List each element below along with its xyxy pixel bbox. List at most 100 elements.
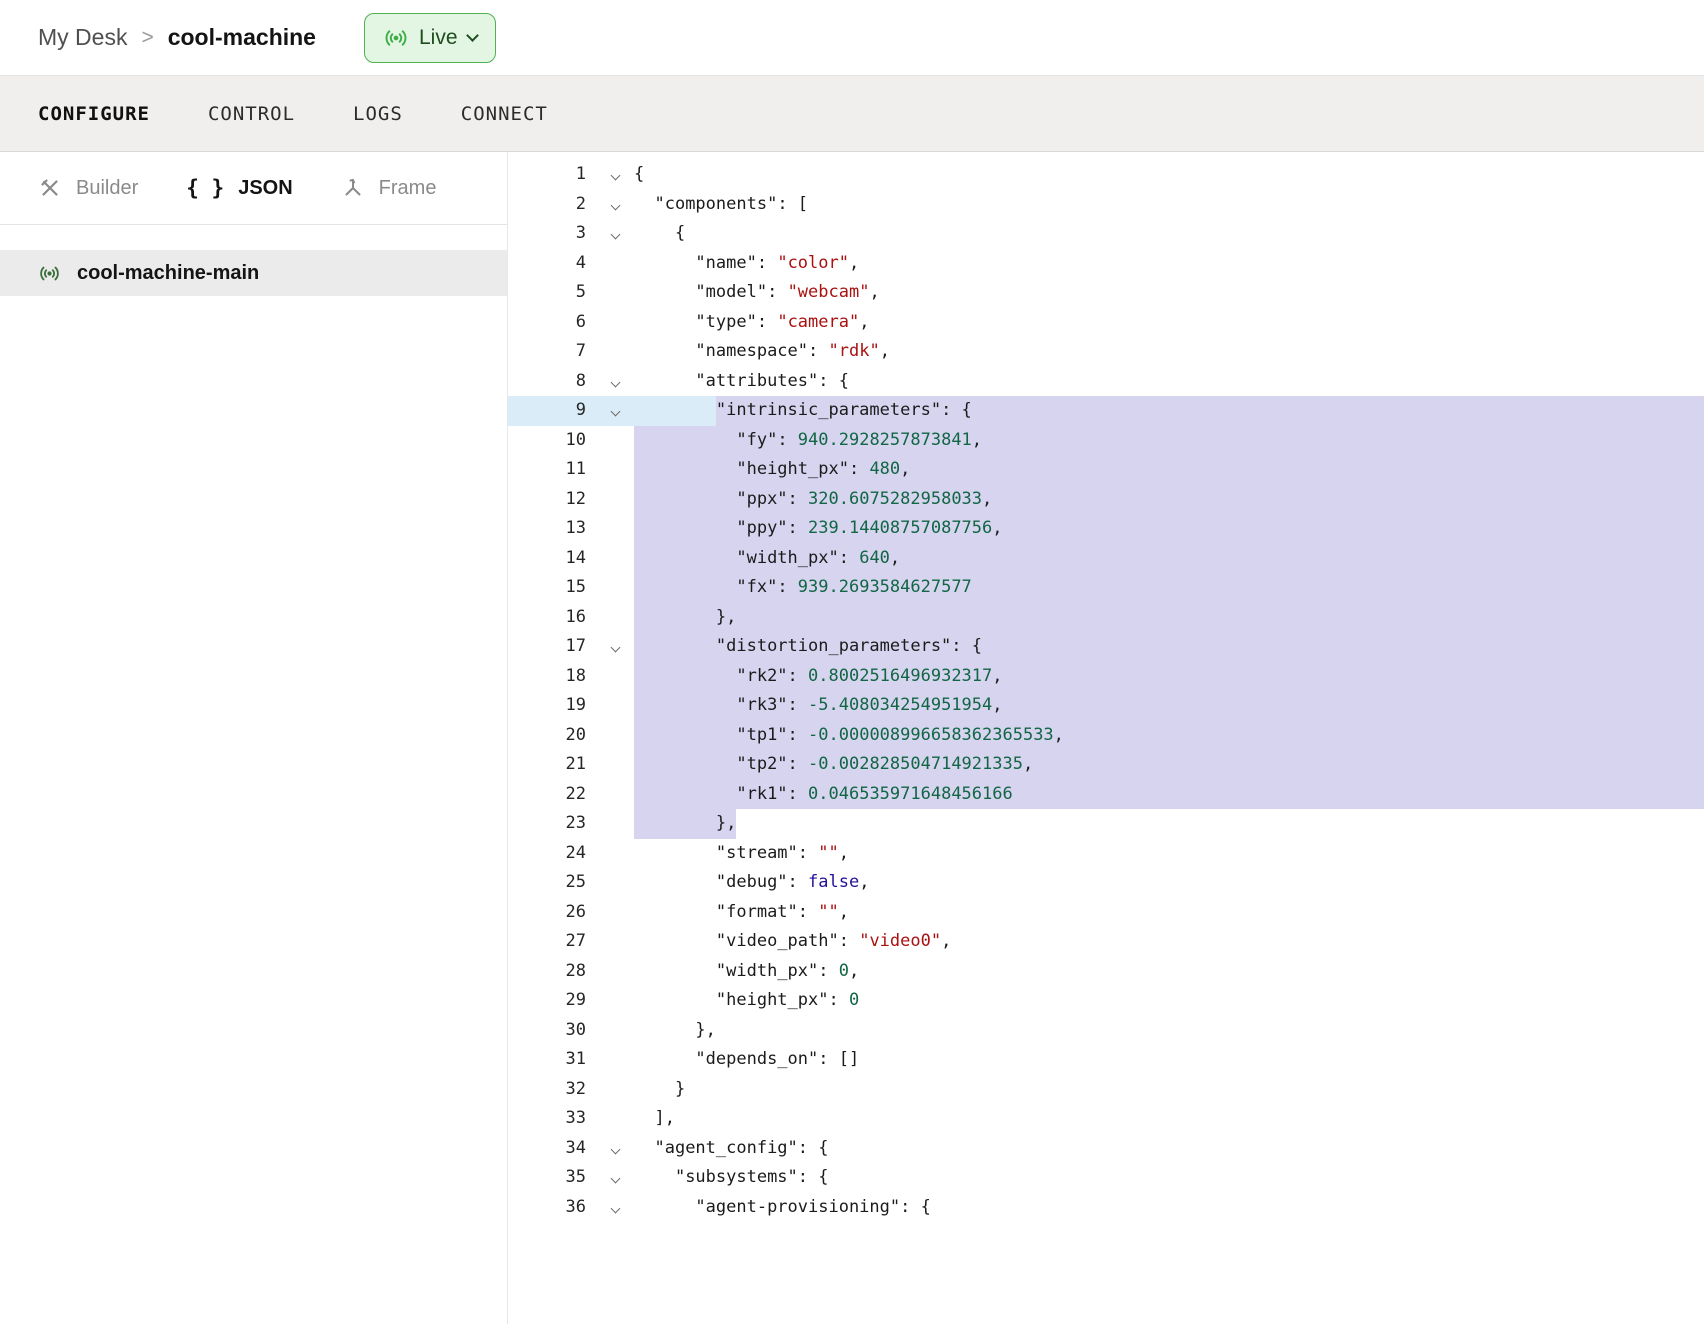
code-line: 13 "ppy": 239.14408757087756, bbox=[508, 514, 1704, 544]
code-line-content[interactable]: "debug": false, bbox=[634, 868, 1704, 898]
code-line-content[interactable]: "width_px": 0, bbox=[634, 957, 1704, 987]
code-line-content[interactable]: "stream": "", bbox=[634, 839, 1704, 869]
line-number: 25 bbox=[565, 872, 586, 892]
code-line-content[interactable]: "model": "webcam", bbox=[634, 278, 1704, 308]
code-line-content[interactable]: "rk2": 0.8002516496932317, bbox=[634, 661, 1704, 691]
code-line-content[interactable]: "components": [ bbox=[634, 190, 1704, 220]
code-line-content[interactable]: "ppx": 320.6075282958033, bbox=[634, 484, 1704, 514]
chevron-down-icon bbox=[465, 29, 479, 42]
fold-chevron-icon[interactable] bbox=[596, 1134, 634, 1164]
code-line-content[interactable]: }, bbox=[634, 602, 1704, 632]
fold-chevron-icon[interactable] bbox=[596, 632, 634, 662]
code-token: }, bbox=[695, 1019, 716, 1040]
code-line-content[interactable]: "tp2": -0.002828504714921335, bbox=[634, 750, 1704, 780]
line-number: 5 bbox=[575, 282, 586, 302]
breadcrumb-parent-link[interactable]: My Desk bbox=[38, 24, 128, 50]
code-token: , bbox=[848, 252, 860, 273]
fold-chevron-icon[interactable] bbox=[596, 396, 634, 426]
code-line-fill bbox=[849, 839, 1704, 869]
code-token: , bbox=[992, 661, 1003, 691]
line-number: 4 bbox=[575, 252, 586, 273]
code-line: 16 }, bbox=[508, 602, 1704, 632]
code-line-fill bbox=[675, 1104, 1704, 1134]
code-line: 7 "namespace": "rdk", bbox=[508, 337, 1704, 367]
code-token: , bbox=[859, 311, 870, 332]
code-token: 0 bbox=[838, 960, 849, 981]
tab-configure[interactable]: CONFIGURE bbox=[38, 102, 150, 125]
code-line-content[interactable]: "rk1": 0.046535971648456166 bbox=[634, 779, 1704, 809]
code-token bbox=[634, 720, 737, 750]
code-line-content[interactable]: "depends_on": [] bbox=[634, 1045, 1704, 1075]
fold-chevron-icon[interactable] bbox=[596, 367, 634, 397]
code-token bbox=[634, 1134, 654, 1164]
code-line-fill bbox=[880, 278, 1704, 308]
code-line-fill bbox=[849, 367, 1704, 397]
code-line-content[interactable]: "subsystems": { bbox=[634, 1163, 1704, 1193]
code-line-fill bbox=[982, 632, 1704, 662]
code-line-content[interactable]: "fy": 940.2928257873841, bbox=[634, 425, 1704, 455]
code-line-content[interactable]: } bbox=[634, 1075, 1704, 1105]
code-line-content[interactable]: }, bbox=[634, 1016, 1704, 1046]
code-line-content[interactable]: "agent_config": { bbox=[634, 1134, 1704, 1164]
fold-chevron-icon[interactable] bbox=[596, 160, 634, 190]
code-line: 26 "format": "", bbox=[508, 898, 1704, 928]
code-token: : bbox=[787, 661, 809, 691]
code-line-content[interactable]: "tp1": -0.000008996658362365533, bbox=[634, 720, 1704, 750]
code-token bbox=[634, 543, 737, 573]
code-token bbox=[634, 425, 737, 455]
code-line-content[interactable]: }, bbox=[634, 809, 1704, 839]
code-line-fill bbox=[736, 602, 1704, 632]
code-line-content[interactable]: "name": "color", bbox=[634, 249, 1704, 279]
code-token bbox=[634, 779, 737, 809]
mode-frame[interactable]: Frame bbox=[341, 176, 436, 200]
code-line-content[interactable]: ], bbox=[634, 1104, 1704, 1134]
code-line-content[interactable]: "format": "", bbox=[634, 898, 1704, 928]
fold-chevron-icon[interactable] bbox=[596, 190, 634, 220]
fold-chevron-icon[interactable] bbox=[596, 1163, 634, 1193]
line-number: 24 bbox=[565, 842, 586, 863]
mode-json[interactable]: { } JSON bbox=[186, 176, 292, 200]
code-line-content[interactable]: "ppy": 239.14408757087756, bbox=[634, 514, 1704, 544]
code-token: "tp1" bbox=[736, 720, 788, 750]
fold-spacer bbox=[596, 750, 634, 780]
mode-builder[interactable]: Builder bbox=[38, 176, 138, 200]
code-line-content[interactable]: "type": "camera", bbox=[634, 308, 1704, 338]
code-line-content[interactable]: "height_px": 0 bbox=[634, 986, 1704, 1016]
code-line-content[interactable]: "rk3": -5.408034254951954, bbox=[634, 691, 1704, 721]
code-token: : bbox=[838, 931, 860, 951]
machine-part-item[interactable]: cool-machine-main bbox=[0, 250, 507, 296]
code-token: : bbox=[787, 872, 809, 892]
code-line: 9 "intrinsic_parameters": { bbox=[508, 396, 1704, 426]
fold-spacer bbox=[596, 662, 634, 692]
code-line-content[interactable]: "video_path": "video0", bbox=[634, 927, 1704, 957]
code-line-content[interactable]: "height_px": 480, bbox=[634, 455, 1704, 485]
line-number: 35 bbox=[565, 1167, 586, 1187]
code-token: 939.2693584627577 bbox=[797, 573, 972, 603]
code-token: "stream" bbox=[715, 842, 798, 863]
line-number: 36 bbox=[565, 1196, 586, 1217]
code-line-content[interactable]: { bbox=[634, 160, 1704, 190]
code-line-content[interactable]: "namespace": "rdk", bbox=[634, 337, 1704, 367]
code-line-fill bbox=[859, 1045, 1704, 1075]
code-line-fill bbox=[716, 1016, 1704, 1046]
code-line-content[interactable]: "attributes": { bbox=[634, 367, 1704, 397]
tab-logs[interactable]: LOGS bbox=[353, 102, 403, 125]
code-token: : { bbox=[818, 370, 849, 391]
code-line-content[interactable]: "fx": 939.2693584627577 bbox=[634, 573, 1704, 603]
code-line-content[interactable]: "intrinsic_parameters": { bbox=[634, 396, 1704, 426]
tab-connect[interactable]: CONNECT bbox=[460, 102, 548, 125]
code-line-content[interactable]: "distortion_parameters": { bbox=[634, 632, 1704, 662]
code-line-content[interactable]: { bbox=[634, 219, 1704, 249]
code-line: 28 "width_px": 0, bbox=[508, 957, 1704, 987]
line-number: 21 bbox=[565, 754, 586, 774]
code-line-content[interactable]: "agent-provisioning": { bbox=[634, 1193, 1704, 1223]
code-line-content[interactable]: "width_px": 640, bbox=[634, 543, 1704, 573]
code-token: -5.408034254951954 bbox=[808, 691, 993, 721]
fold-chevron-icon[interactable] bbox=[596, 219, 634, 249]
live-status-button[interactable]: Live bbox=[363, 12, 496, 63]
code-token: "rk3" bbox=[736, 691, 788, 721]
tab-control[interactable]: CONTROL bbox=[207, 102, 296, 125]
code-token: , bbox=[1053, 720, 1064, 750]
fold-chevron-icon[interactable] bbox=[596, 1193, 634, 1223]
json-editor[interactable]: 1{2 "components": [3 {4 "name": "color",… bbox=[508, 152, 1704, 1324]
